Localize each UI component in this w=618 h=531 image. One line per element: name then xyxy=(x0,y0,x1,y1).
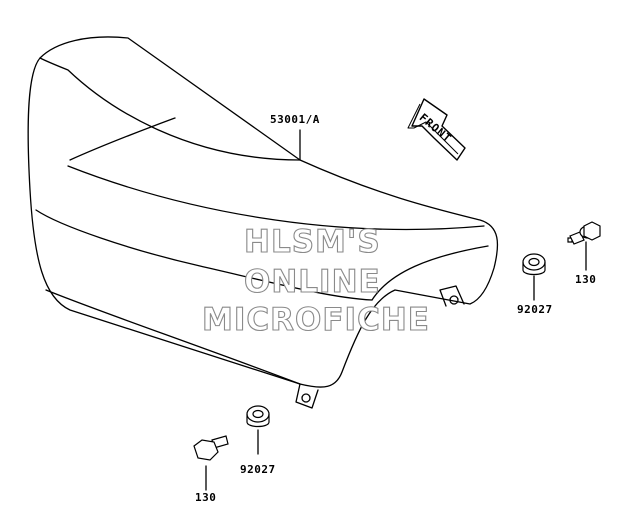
seat-top-edge xyxy=(39,57,301,161)
part-label-collar-left: 92027 xyxy=(240,463,276,476)
watermark-line-2: ONLINE xyxy=(243,264,381,300)
watermark-line-1: HLSM'S xyxy=(243,224,381,260)
seat-surface-crease xyxy=(69,117,176,161)
seat-side-edge xyxy=(35,209,373,301)
front-bracket-hole xyxy=(301,393,311,403)
collar-right xyxy=(522,253,546,276)
part-label-bolt-left: 130 xyxy=(195,491,217,504)
part-label-seat: 53001/A xyxy=(270,113,320,126)
bolt-left xyxy=(193,435,229,461)
front-arrow-icon xyxy=(407,98,466,161)
collar-left xyxy=(246,405,270,428)
front-bracket xyxy=(295,383,319,409)
watermark-line-3: MICROFICHE xyxy=(201,302,430,338)
bolt-right xyxy=(567,221,601,245)
seat-rear-base xyxy=(371,245,489,301)
rear-bracket-hole xyxy=(449,295,459,305)
seat-bottom-edge xyxy=(45,289,301,385)
part-label-collar-right: 92027 xyxy=(517,303,553,316)
rear-bracket xyxy=(439,285,465,307)
seat-outline xyxy=(27,36,499,388)
part-label-bolt-right: 130 xyxy=(575,273,597,286)
seat-front-surface-edge xyxy=(67,165,485,231)
